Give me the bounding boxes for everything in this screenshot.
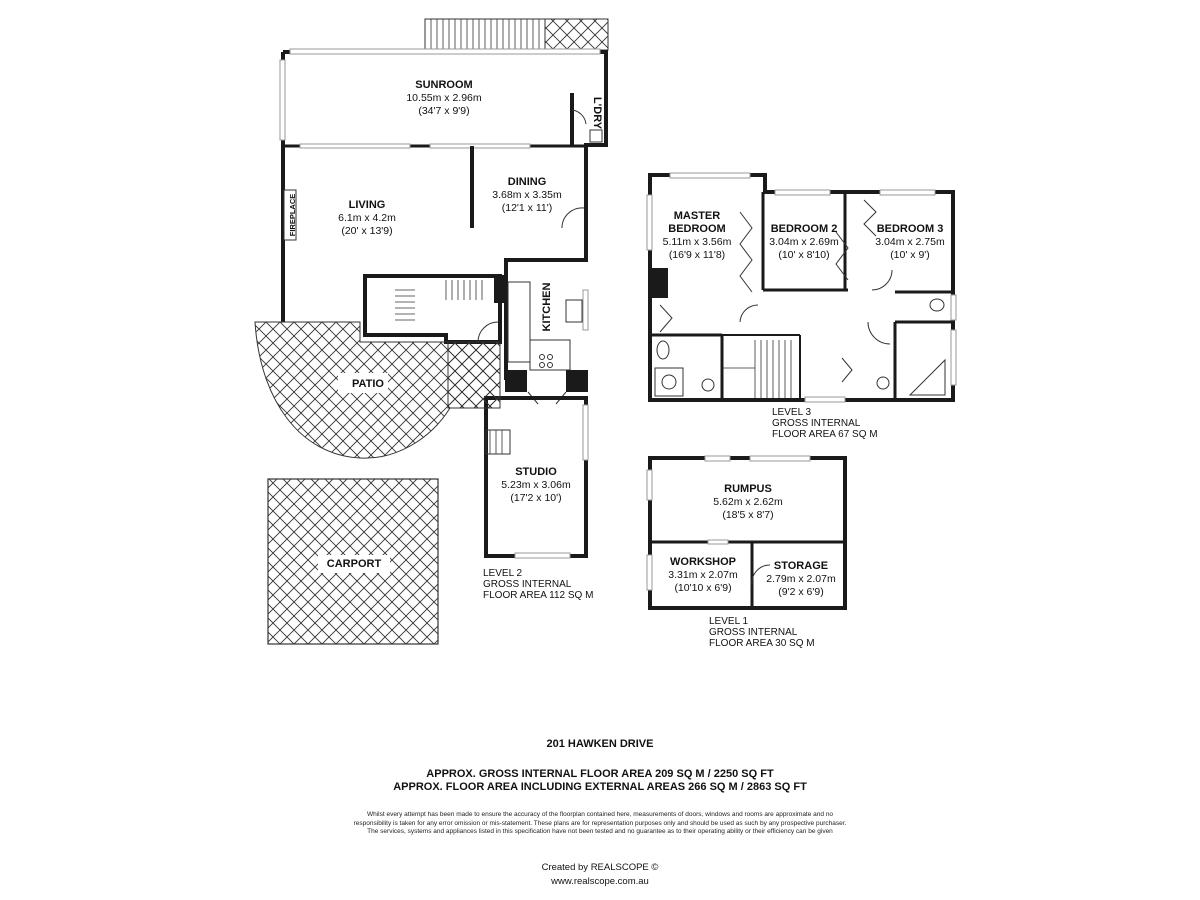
- level-3-plan: [646, 172, 957, 403]
- kitchen-name: KITCHEN: [541, 283, 553, 332]
- master-bedroom-metric: 5.11m x 3.56m: [663, 236, 732, 248]
- level2-line3: FLOOR AREA 112 SQ M: [483, 590, 593, 601]
- disclaimer-text: Whilst every attempt has been made to en…: [353, 811, 847, 835]
- studio-imperial: (17'2 x 10'): [510, 492, 561, 504]
- sunroom-metric: 10.55m x 2.96m: [406, 92, 482, 104]
- bedroom2-imperial: (10' x 8'10): [778, 249, 829, 261]
- laundry-name: L'DRY: [591, 97, 603, 130]
- level3-line1: LEVEL 3: [772, 407, 812, 418]
- living-metric: 6.1m x 4.2m: [338, 212, 396, 224]
- living-name: LIVING: [349, 199, 386, 211]
- bedroom2-name: BEDROOM 2: [771, 223, 838, 235]
- master-bedroom-name-1: MASTER: [674, 210, 721, 222]
- gross-internal-area: APPROX. GROSS INTERNAL FLOOR AREA 209 SQ…: [426, 768, 774, 780]
- website-link[interactable]: www.realscope.com.au: [551, 876, 649, 887]
- bedroom2-metric: 3.04m x 2.69m: [769, 236, 839, 248]
- level1-line1: LEVEL 1: [709, 616, 749, 627]
- rumpus-metric: 5.62m x 2.62m: [713, 496, 783, 508]
- dining-name: DINING: [508, 176, 547, 188]
- property-address: 201 HAWKEN DRIVE: [546, 738, 654, 750]
- level1-line2: GROSS INTERNAL: [709, 627, 798, 638]
- rumpus-imperial: (18'5 x 8'7): [722, 509, 773, 521]
- dining-imperial: (12'1 x 11'): [502, 202, 553, 214]
- level3-line3: FLOOR AREA 67 SQ M: [772, 429, 878, 440]
- bedroom3-name: BEDROOM 3: [877, 223, 944, 235]
- master-bedroom-imperial: (16'9 x 11'8): [669, 249, 725, 261]
- total-floor-area: APPROX. FLOOR AREA INCLUDING EXTERNAL AR…: [393, 781, 807, 793]
- creator-credit: Created by REALSCOPE ©: [541, 862, 659, 873]
- master-bedroom-name-2: BEDROOM: [668, 223, 725, 235]
- storage-imperial: (9'2 x 6'9): [778, 586, 823, 598]
- storage-metric: 2.79m x 2.07m: [766, 573, 836, 585]
- level1-line3: FLOOR AREA 30 SQ M: [709, 638, 815, 649]
- level-1-plan: [646, 455, 847, 610]
- workshop-name: WORKSHOP: [670, 556, 736, 568]
- level-2-plan: [254, 18, 609, 645]
- workshop-imperial: (10'10 x 6'9): [674, 582, 731, 594]
- sunroom-name: SUNROOM: [415, 79, 472, 91]
- level3-line2: GROSS INTERNAL: [772, 418, 861, 429]
- studio-name: STUDIO: [515, 466, 557, 478]
- living-imperial: (20' x 13'9): [341, 225, 392, 237]
- level2-line2: GROSS INTERNAL: [483, 579, 572, 590]
- dining-metric: 3.68m x 3.35m: [492, 189, 562, 201]
- studio-metric: 5.23m x 3.06m: [501, 479, 571, 491]
- level2-line1: LEVEL 2: [483, 568, 523, 579]
- workshop-metric: 3.31m x 2.07m: [668, 569, 738, 581]
- storage-name: STORAGE: [774, 560, 828, 572]
- carport-name: CARPORT: [327, 558, 382, 570]
- sunroom-imperial: (34'7 x 9'9): [418, 105, 469, 117]
- fireplace-label: FIREPLACE: [288, 194, 297, 237]
- patio-name: PATIO: [352, 378, 384, 390]
- bedroom3-metric: 3.04m x 2.75m: [875, 236, 945, 248]
- rumpus-name: RUMPUS: [724, 483, 772, 495]
- bedroom3-imperial: (10' x 9'): [890, 249, 930, 261]
